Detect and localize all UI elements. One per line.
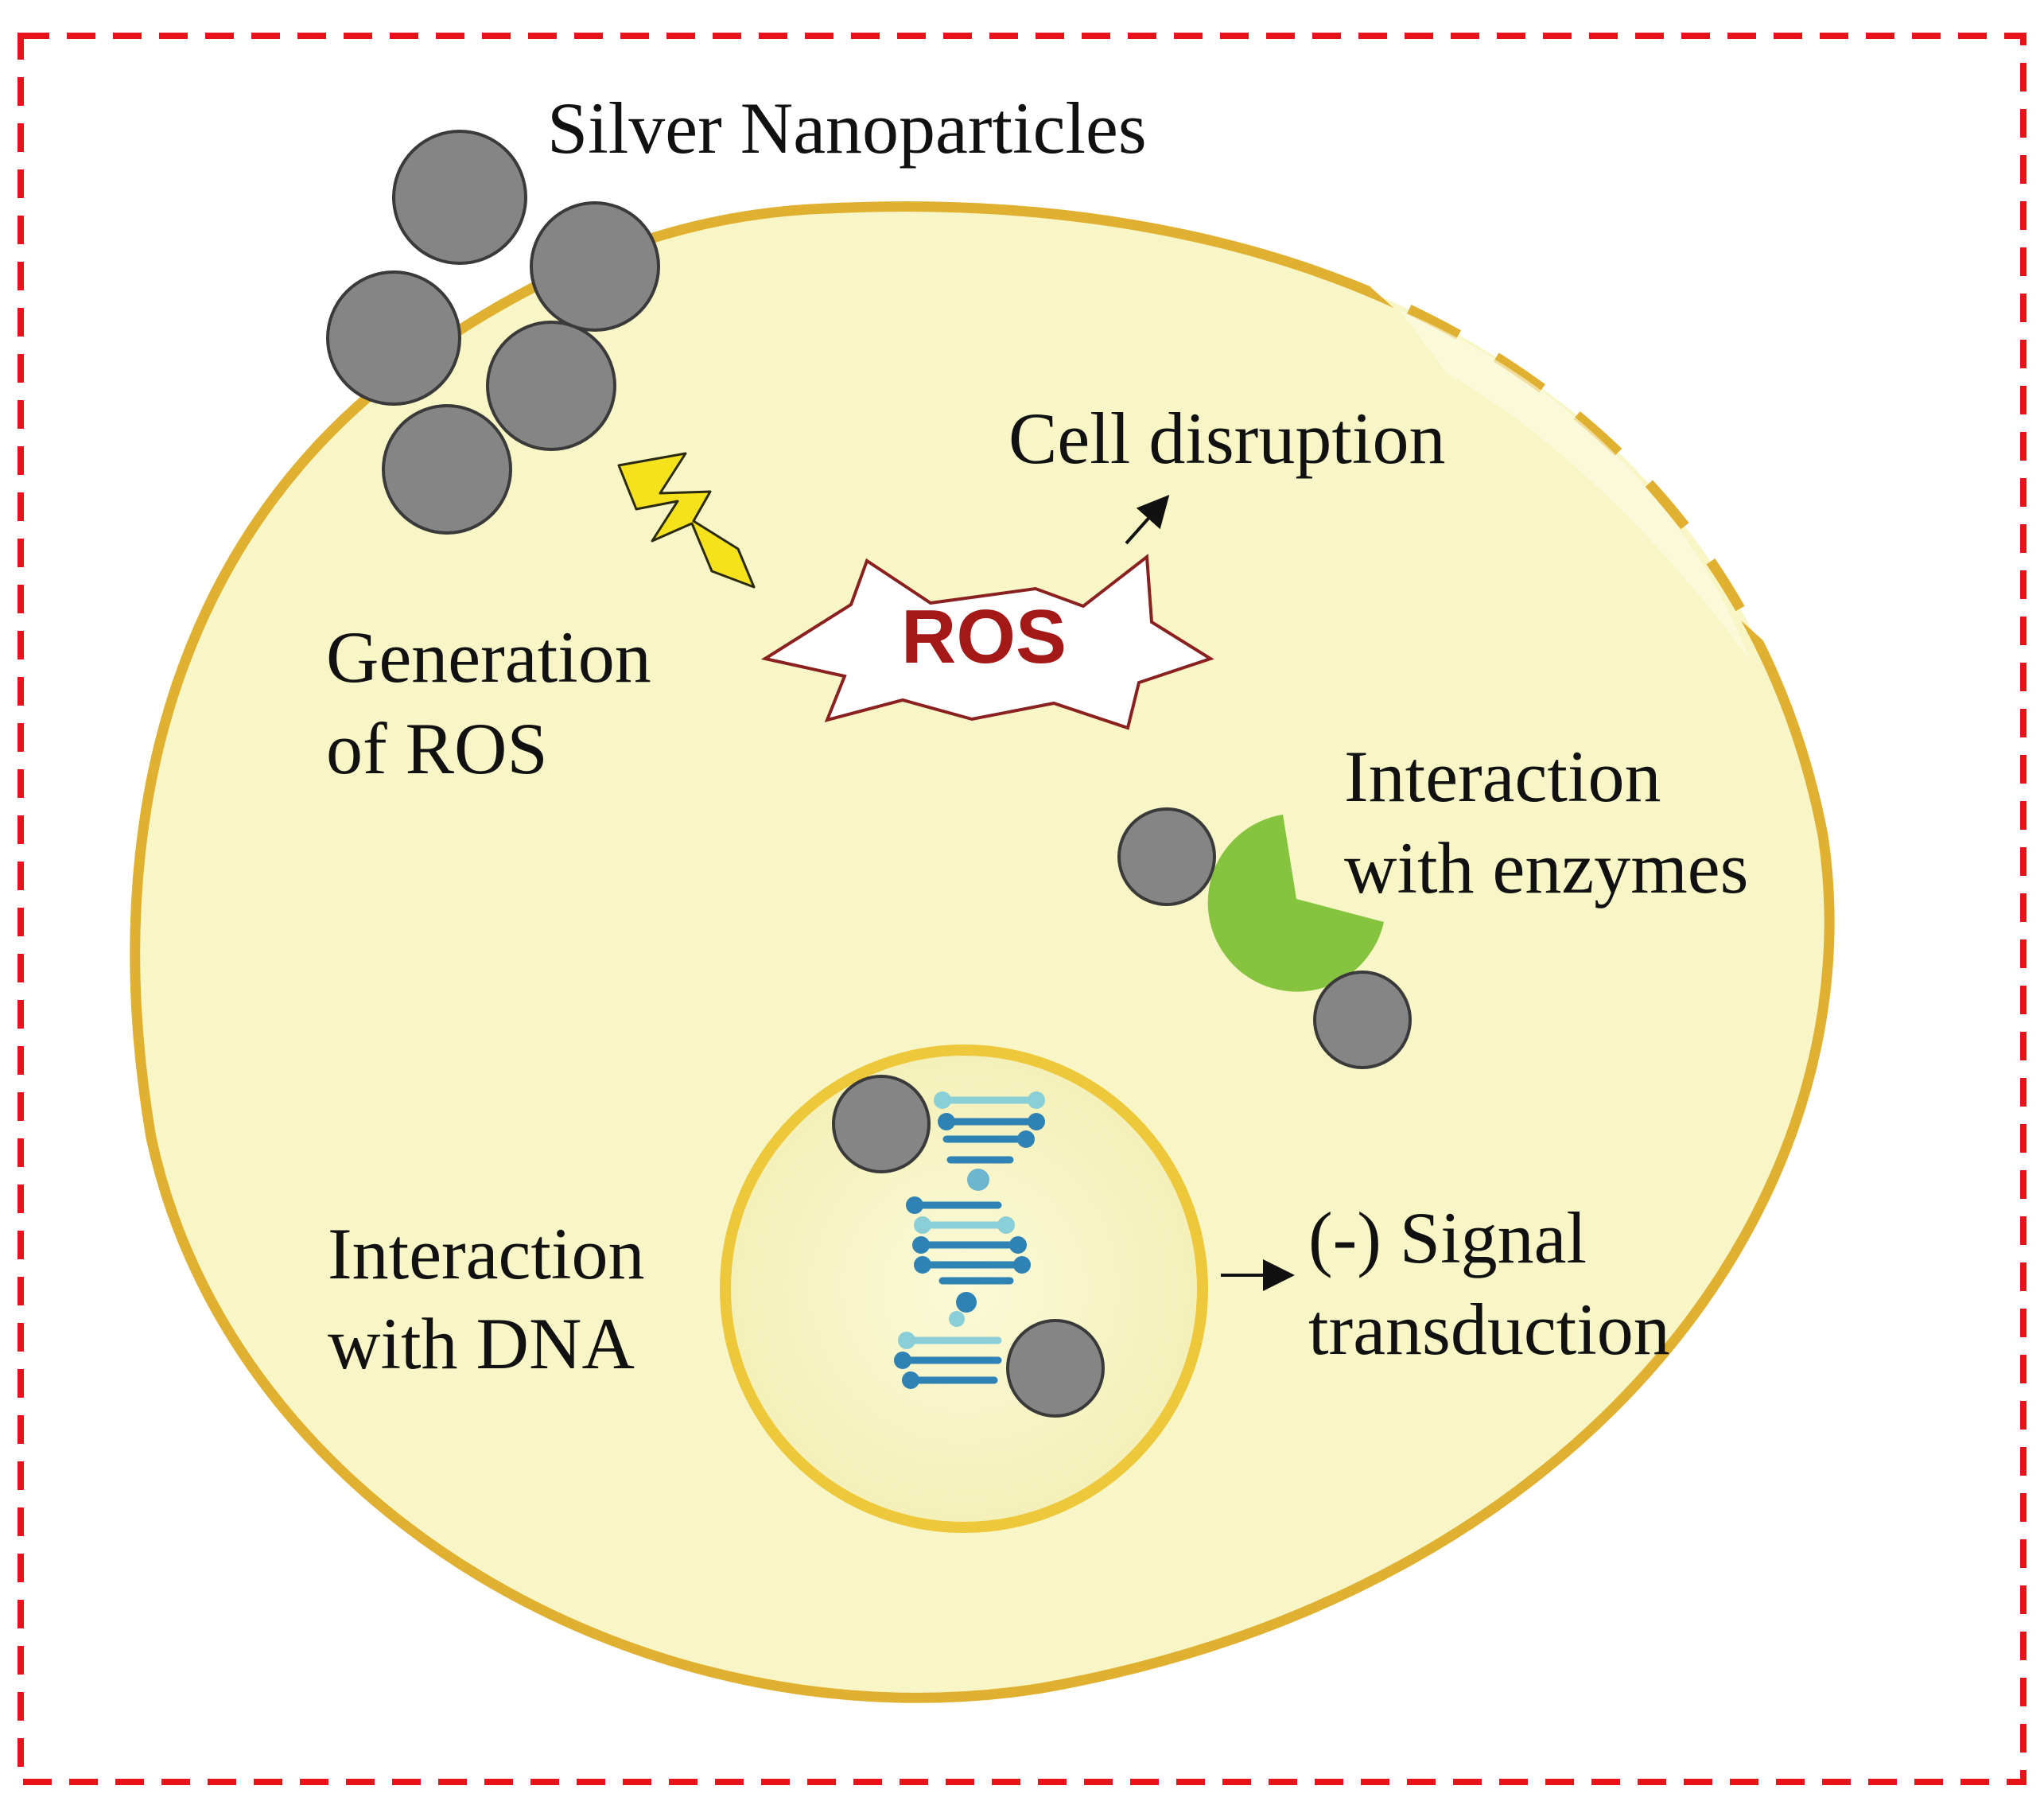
ros-burst <box>760 554 1214 730</box>
interaction-enzymes-label-line1: Interaction <box>1344 736 1661 817</box>
nanoparticle <box>326 270 461 406</box>
interaction-dna-label-line1: Interaction <box>328 1213 645 1294</box>
nanoparticle <box>392 130 527 265</box>
disruption-gap <box>1400 310 1750 660</box>
cell-disruption-label: Cell disruption <box>1008 398 1446 479</box>
dna-helix-icon <box>894 1091 1045 1389</box>
nanoparticle <box>1117 807 1216 906</box>
generation-of-ros-label-line2: of ROS <box>326 708 548 789</box>
lightning-bolt-icon <box>617 452 756 589</box>
interaction-enzymes-label-line2: with enzymes <box>1344 827 1749 908</box>
cell-body <box>134 206 1830 1698</box>
nanoparticle <box>530 201 660 332</box>
signal-transduction-label-line1: (-) Signal <box>1308 1197 1587 1278</box>
nanoparticle <box>1006 1319 1105 1418</box>
nanoparticle <box>1313 971 1412 1069</box>
nanoparticle <box>486 321 616 451</box>
ros-label: ROS <box>901 594 1067 679</box>
generation-of-ros-label-line1: Generation <box>326 617 651 698</box>
nanoparticle <box>382 404 512 535</box>
silver-nanoparticles-label: Silver Nanoparticles <box>547 88 1147 169</box>
signal-transduction-label-line2: transduction <box>1308 1289 1670 1370</box>
enzyme-icon <box>1207 815 1384 992</box>
nanoparticle <box>832 1075 931 1173</box>
interaction-dna-label-line2: with DNA <box>328 1303 635 1384</box>
nanoparticle-cluster <box>326 130 660 535</box>
arrow-icon <box>1125 495 1170 545</box>
dashed-frame <box>17 33 2027 1785</box>
